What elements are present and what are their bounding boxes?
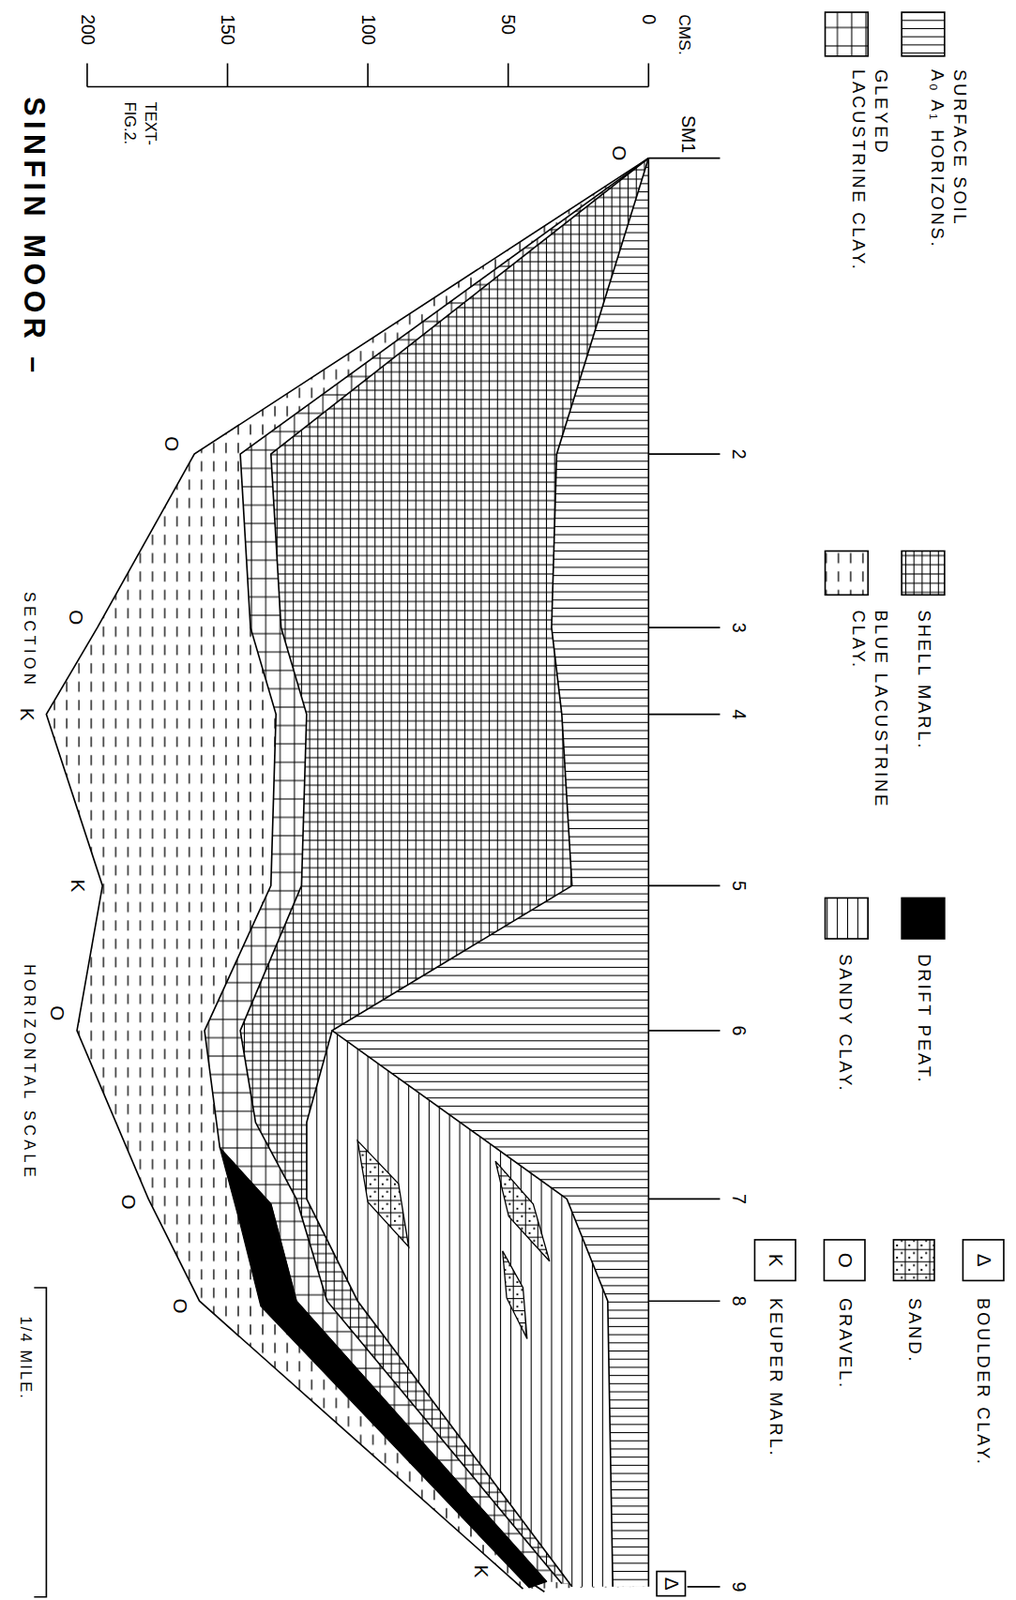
axis-tick (648, 885, 720, 888)
rock-symbol: K (469, 1564, 491, 1580)
legend-label: KEUPER MARL. (765, 1298, 786, 1458)
rock-symbol: K (66, 878, 89, 894)
axis-tick (366, 62, 369, 87)
depth-label: 50 (497, 14, 519, 35)
legend-swatch (962, 1240, 1004, 1282)
axis-tick (648, 1198, 720, 1201)
axis-tick (526, 1579, 546, 1593)
rock-symbol: O (167, 1298, 190, 1316)
legend-swatches (754, 12, 1003, 1281)
legend-label: SURFACE SOIL A₀ A₁ HORIZONS. (925, 69, 971, 253)
axes-and-ticks (33, 62, 720, 1597)
strata-fills (45, 158, 649, 1590)
rock-symbol: O (834, 1252, 856, 1270)
units-label: CMS. (674, 14, 694, 56)
axis-tick (687, 1586, 721, 1589)
rock-symbol: O (160, 435, 182, 453)
axis-tick (648, 1030, 720, 1032)
sand-lens (357, 1140, 409, 1247)
legend-swatch (893, 1240, 935, 1282)
legend-label: DRIFT PEAT. (913, 954, 934, 1085)
axis-tick (227, 62, 229, 87)
sand-lens (502, 1251, 528, 1340)
depth-label: 150 (216, 14, 239, 46)
station-label: SM1 (676, 115, 698, 153)
legend-swatch (901, 12, 945, 57)
rock-symbol: K (15, 707, 37, 723)
station-label: 9 (727, 1581, 750, 1593)
legend-label: SHELL MARL. (913, 610, 934, 752)
rock-symbol: O (63, 608, 86, 626)
depth-label: 100 (357, 14, 380, 46)
legend-label: GRAVEL. (834, 1298, 855, 1391)
axis-tick (648, 1300, 720, 1303)
legend-swatch (823, 1240, 865, 1282)
rock-symbol: K (764, 1253, 787, 1269)
layer-boundary (648, 158, 651, 1588)
station-label: 2 (727, 449, 750, 460)
rock-symbol: O (606, 144, 629, 162)
legend-label: SAND. (904, 1298, 925, 1365)
depth-label: 200 (76, 14, 99, 46)
figure-title: SINFIN MOOR – (16, 96, 50, 378)
station-label: 3 (727, 622, 750, 634)
station-label: 4 (727, 709, 750, 720)
layer-boundary (240, 158, 649, 1585)
legend-swatch (901, 551, 945, 596)
rock-symbol: O (117, 1194, 139, 1212)
surface-soil (332, 158, 649, 1588)
shell-marl (240, 158, 649, 1588)
section-label: SECTION (21, 591, 40, 689)
axis-tick (648, 157, 720, 160)
legend-swatch (754, 1240, 796, 1282)
scale-label: HORIZONTAL SCALE (21, 964, 40, 1182)
legend-swatch (825, 12, 869, 57)
station-label: 8 (727, 1296, 750, 1307)
axis-tick (648, 453, 720, 455)
station-label: 6 (727, 1025, 750, 1036)
blue-lacustrine-clay (45, 158, 649, 1590)
sand-lens (495, 1161, 550, 1262)
layer-boundary (204, 158, 649, 1583)
legend-swatch (901, 897, 945, 940)
figure-number: TEXT- FIG.2. (121, 102, 161, 150)
legend-swatch (825, 551, 869, 596)
scale-length: 1/4 MILE. (16, 1317, 35, 1401)
axis-tick (648, 626, 720, 629)
axis-tick (507, 62, 510, 87)
legend-label: GLEYED LACUSTRINE CLAY. (846, 69, 892, 275)
axis-tick (86, 62, 89, 87)
legend-label: SANDY CLAY. (834, 954, 855, 1093)
legend-label: BLUE LACUSTRINE CLAY. (846, 610, 892, 817)
boulder-clay-box (656, 1572, 685, 1597)
gleyed-lacustrine-clay (204, 158, 649, 1588)
station-label: 7 (727, 1194, 750, 1205)
rock-symbol: Δ (660, 1577, 683, 1593)
station-label: 5 (727, 880, 750, 892)
axis-tick (33, 1288, 46, 1598)
layer-boundary (45, 158, 649, 1590)
legend-label: BOULDER CLAY. (973, 1298, 994, 1468)
rock-symbol: O (45, 1004, 68, 1022)
legend-swatch (825, 897, 869, 940)
layer-boundary (306, 1031, 573, 1588)
rock-symbol: Δ (972, 1253, 995, 1269)
axis-tick (648, 713, 720, 716)
layer-boundary (332, 158, 649, 1588)
depth-label: 0 (637, 14, 660, 25)
axis-tick (648, 62, 651, 87)
strata-boundaries (45, 158, 649, 1590)
